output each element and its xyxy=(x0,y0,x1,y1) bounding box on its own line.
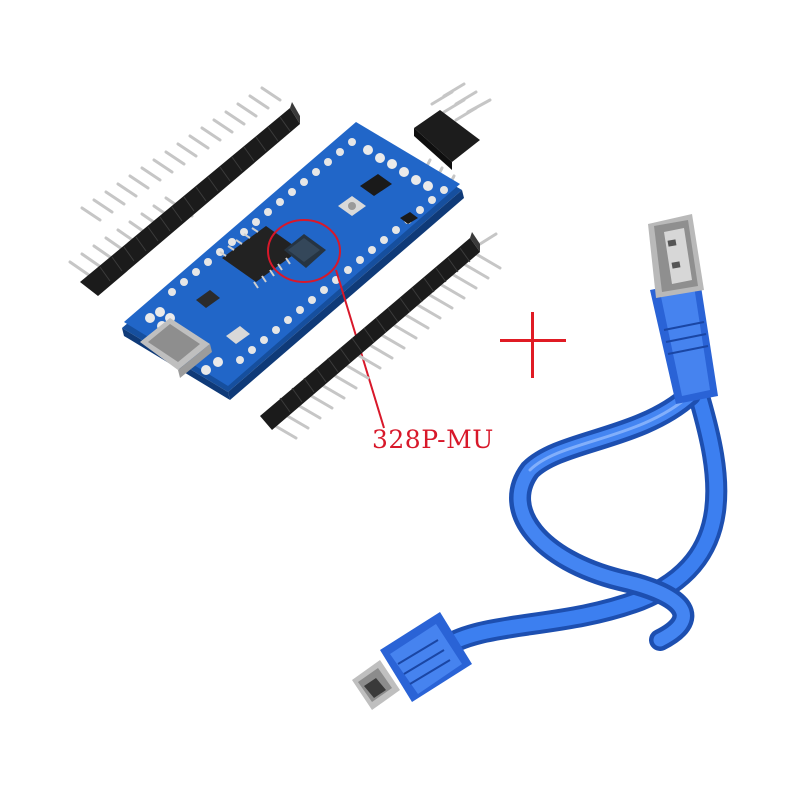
mini-usb-port xyxy=(140,318,212,378)
pin-header-bottom xyxy=(260,232,502,440)
usb-a-plug xyxy=(648,214,718,404)
plus-sign-icon xyxy=(500,312,566,378)
pin-header-top xyxy=(68,86,300,296)
reset-button-component xyxy=(338,196,366,216)
mini-usb-plug xyxy=(352,612,472,710)
usb-serial-chip xyxy=(219,226,300,289)
chip-model-label: 328P-MU xyxy=(372,425,494,454)
usb-cable xyxy=(352,214,728,710)
arduino-nano-board xyxy=(122,122,464,400)
atmega-328p-mu-chip xyxy=(284,234,326,268)
